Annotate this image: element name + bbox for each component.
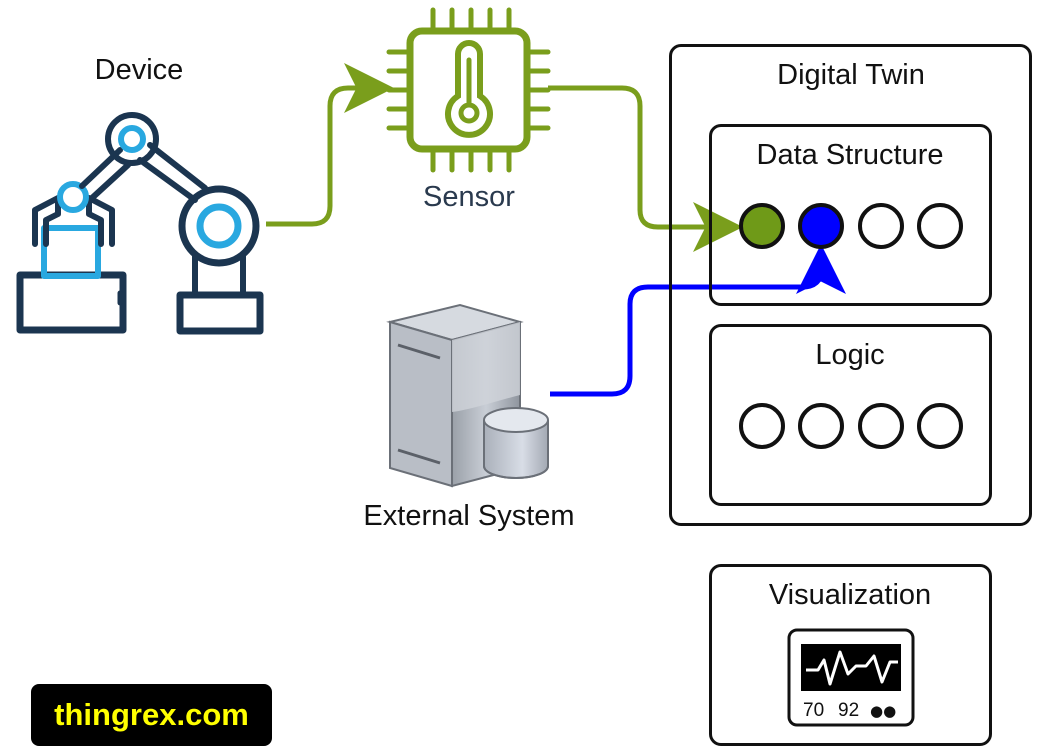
logic-node xyxy=(798,403,844,449)
brand-text: thingrex.com xyxy=(54,697,249,732)
visualization-box xyxy=(709,564,992,746)
logic-label: Logic xyxy=(815,339,885,371)
monitor-value-b: 92 xyxy=(838,700,859,721)
brand-badge: thingrex.com xyxy=(31,684,272,746)
data-structure-label: Data Structure xyxy=(756,139,944,171)
data-node-empty xyxy=(917,203,963,249)
device-to-sensor-arrow xyxy=(266,63,394,227)
sensor-label: Sensor xyxy=(423,181,515,213)
data-node-blue xyxy=(798,203,844,249)
data-node-empty xyxy=(858,203,904,249)
server-database-icon xyxy=(386,303,549,488)
external-to-datastructure-arrow xyxy=(550,244,846,397)
monitor-value-a: 70 xyxy=(803,700,824,721)
logic-box xyxy=(709,324,992,506)
visualization-label: Visualization xyxy=(768,579,932,611)
robot-arm-icon xyxy=(16,112,264,335)
digital-twin-box xyxy=(669,44,1032,526)
monitor-dots: ●● xyxy=(870,702,896,720)
heart-monitor-icon: 70 92 ●● xyxy=(787,628,915,727)
data-node-green xyxy=(739,203,785,249)
logic-node xyxy=(739,403,785,449)
device-label: Device xyxy=(94,54,184,86)
digital-twin-label: Digital Twin xyxy=(777,59,925,91)
logic-node xyxy=(858,403,904,449)
thermometer-chip-icon xyxy=(386,7,551,173)
sensor-to-datastructure-arrow xyxy=(548,85,743,252)
external-system-label: External System xyxy=(363,500,575,532)
data-structure-box xyxy=(709,124,992,306)
logic-node xyxy=(917,403,963,449)
